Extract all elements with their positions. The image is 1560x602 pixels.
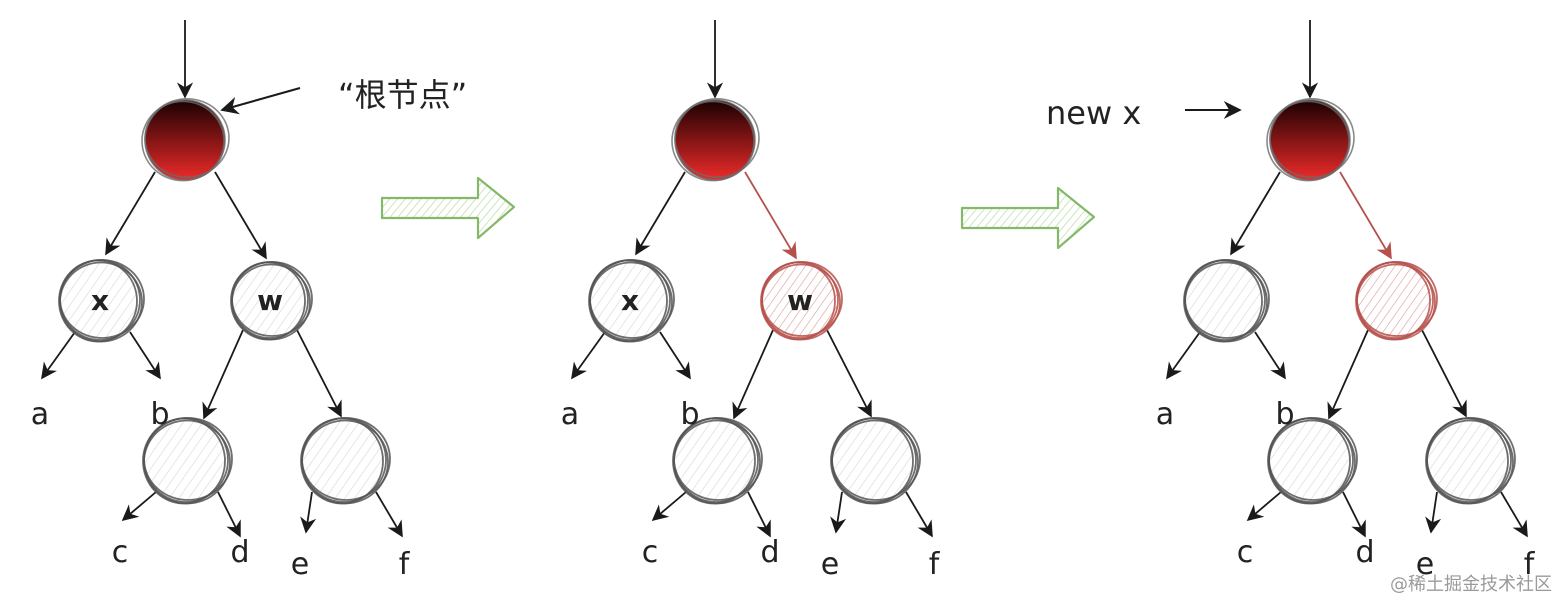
tree-edge — [121, 491, 157, 522]
new-x-annotation: new x — [1046, 94, 1242, 132]
tree-edge — [732, 329, 774, 420]
leaf-label-a: a — [31, 397, 49, 432]
tree-edge — [1421, 329, 1467, 418]
tree-edge — [202, 329, 244, 420]
leaf-label-e: e — [291, 547, 309, 582]
tree-panel-3: a b c d e f — [1156, 20, 1536, 582]
tree-edge — [296, 329, 342, 418]
root-label: “根节点” — [338, 76, 467, 114]
tree-edge — [635, 171, 686, 256]
tree-edge — [217, 491, 241, 538]
leaf-label-a: a — [1156, 397, 1174, 432]
tree-node-x: x — [58, 259, 145, 343]
leaf-label-d: d — [760, 535, 779, 570]
leaf-label-f: f — [929, 547, 941, 582]
tree-node-x — [1183, 259, 1270, 343]
tree-edge — [129, 331, 161, 380]
tree-edge — [1327, 329, 1369, 420]
new-x-label: new x — [1046, 94, 1141, 132]
tree-node-w — [1355, 261, 1438, 341]
tree-panel-2: x w a b c d e f — [561, 20, 941, 582]
tree-node-label: x — [621, 284, 639, 317]
tree-node-e — [300, 417, 391, 505]
tree-node-c — [672, 417, 763, 505]
tree-node-e — [830, 417, 921, 505]
leaf-label-f: f — [1524, 547, 1536, 582]
tree-node-label: x — [91, 284, 109, 317]
tree-edge — [105, 171, 156, 256]
tree-node-root — [1266, 98, 1355, 182]
tree-edge — [659, 331, 691, 380]
tree-edge — [1230, 171, 1281, 256]
root-annotation: “根节点” — [220, 76, 467, 115]
leaf-label-e: e — [1416, 547, 1434, 582]
leaf-label-d: d — [1355, 535, 1374, 570]
tree-node-root — [671, 98, 760, 182]
leaf-label-b: b — [150, 397, 169, 432]
transition-arrow-1 — [380, 176, 516, 240]
tree-edge — [826, 329, 872, 418]
tree-edge — [300, 491, 317, 534]
leaf-label-b: b — [680, 397, 699, 432]
tree-panel-1: x w a b c d e f — [31, 20, 411, 582]
tree-edge — [1166, 331, 1201, 380]
transition-arrow-2 — [960, 186, 1096, 250]
leaf-label-f: f — [399, 547, 411, 582]
tree-edge — [1425, 491, 1442, 534]
tree-edge — [214, 171, 267, 260]
tree-edge — [375, 491, 403, 538]
tree-node-label: w — [787, 284, 813, 317]
tree-edge — [1246, 491, 1282, 522]
tree-edge — [1500, 491, 1528, 538]
tree-edge — [1339, 171, 1392, 260]
tree-node-w: w — [230, 261, 313, 341]
leaf-label-c: c — [112, 535, 129, 570]
tree-edge — [830, 491, 847, 534]
tree-node-x: x — [588, 259, 675, 343]
tree-node-c — [142, 417, 233, 505]
tree-edge — [744, 171, 797, 260]
tree-panels: x w a b c d e f x w a b c d e f a b c d e f — [31, 20, 1536, 582]
tree-edge — [1254, 331, 1286, 380]
leaf-label-d: d — [230, 535, 249, 570]
leaf-label-c: c — [1237, 535, 1254, 570]
tree-node-e — [1425, 417, 1516, 505]
tree-edge — [41, 331, 76, 380]
leaf-label-c: c — [642, 535, 659, 570]
tree-edge — [905, 491, 933, 538]
tree-node-label: w — [257, 284, 283, 317]
leaf-label-a: a — [561, 397, 579, 432]
leaf-label-e: e — [821, 547, 839, 582]
tree-node-root — [141, 98, 230, 182]
tree-edge — [1342, 491, 1366, 538]
tree-edge — [571, 331, 606, 380]
leaf-label-b: b — [1275, 397, 1294, 432]
tree-node-c — [1267, 417, 1358, 505]
tree-edge — [747, 491, 771, 538]
tree-edge — [651, 491, 687, 522]
tree-node-w: w — [760, 261, 843, 341]
watermark: @稀土掘金技术社区 — [1390, 574, 1552, 595]
